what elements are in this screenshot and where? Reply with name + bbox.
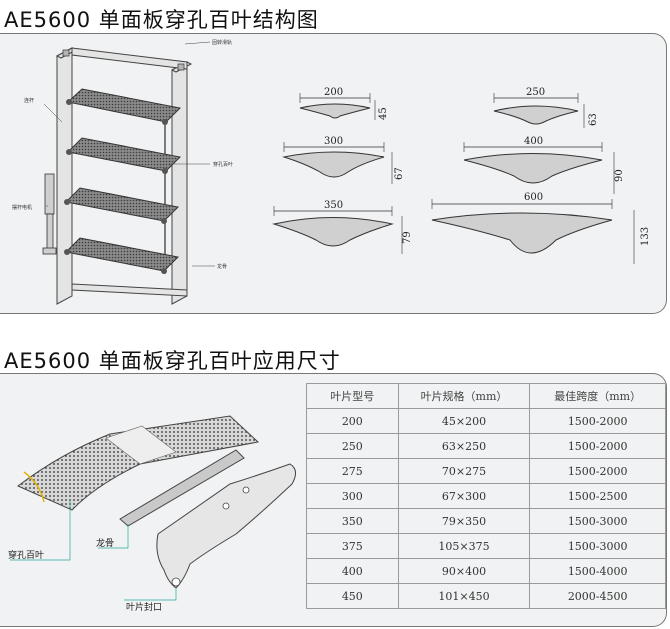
label-motor: 摆杆电机	[12, 204, 32, 211]
svg-text:67: 67	[394, 167, 405, 180]
profile-250: 250 63	[493, 87, 599, 128]
svg-text:90: 90	[614, 169, 625, 182]
profile-200: 200 45	[299, 87, 389, 120]
section-title-application: AE5600 单面板穿孔百叶应用尺寸	[4, 349, 341, 373]
svg-text:133: 133	[640, 227, 651, 246]
svg-text:200: 200	[324, 87, 343, 98]
section-title-structure: AE5600 单面板穿孔百叶结构图	[4, 8, 319, 32]
label-perforated-blade: 穿孔百叶	[8, 549, 44, 561]
profile-600: 600 133	[431, 192, 651, 264]
svg-text:63: 63	[588, 113, 599, 126]
label-blade: 穿孔百叶	[213, 161, 233, 168]
structure-diagram-panel: 固转滑轨 连杆 穿孔百叶 摆杆电机 龙骨 200 45 250 63	[0, 33, 667, 314]
profile-350: 350 79	[272, 200, 413, 254]
application-drawing: 穿孔百叶 龙骨 叶片封口	[8, 415, 296, 613]
profile-400: 400 90	[463, 136, 625, 194]
label-keel: 龙骨	[217, 263, 227, 270]
structure-drawing: 固转滑轨 连杆 穿孔百叶 摆杆电机 龙骨 200 45 250 63	[12, 39, 651, 305]
svg-text:400: 400	[524, 136, 543, 147]
profile-300: 300 67	[283, 136, 405, 184]
svg-text:350: 350	[324, 200, 343, 211]
label-link: 连杆	[24, 97, 34, 104]
header-spec: 叶片规格（mm）	[397, 383, 531, 409]
header-model: 叶片型号	[306, 383, 399, 409]
label-rail: 固转滑轨	[212, 39, 232, 46]
svg-text:79: 79	[402, 231, 413, 244]
table-header-row: 叶片型号 叶片规格（mm） 最佳跨度（mm）	[306, 383, 666, 409]
svg-text:250: 250	[526, 87, 545, 98]
label-keel-app: 龙骨	[96, 537, 114, 549]
svg-text:300: 300	[324, 136, 343, 147]
svg-text:600: 600	[524, 192, 543, 203]
header-span: 最佳跨度（mm）	[529, 383, 666, 409]
label-blade-end-cap: 叶片封口	[126, 601, 162, 613]
svg-text:45: 45	[378, 107, 389, 120]
